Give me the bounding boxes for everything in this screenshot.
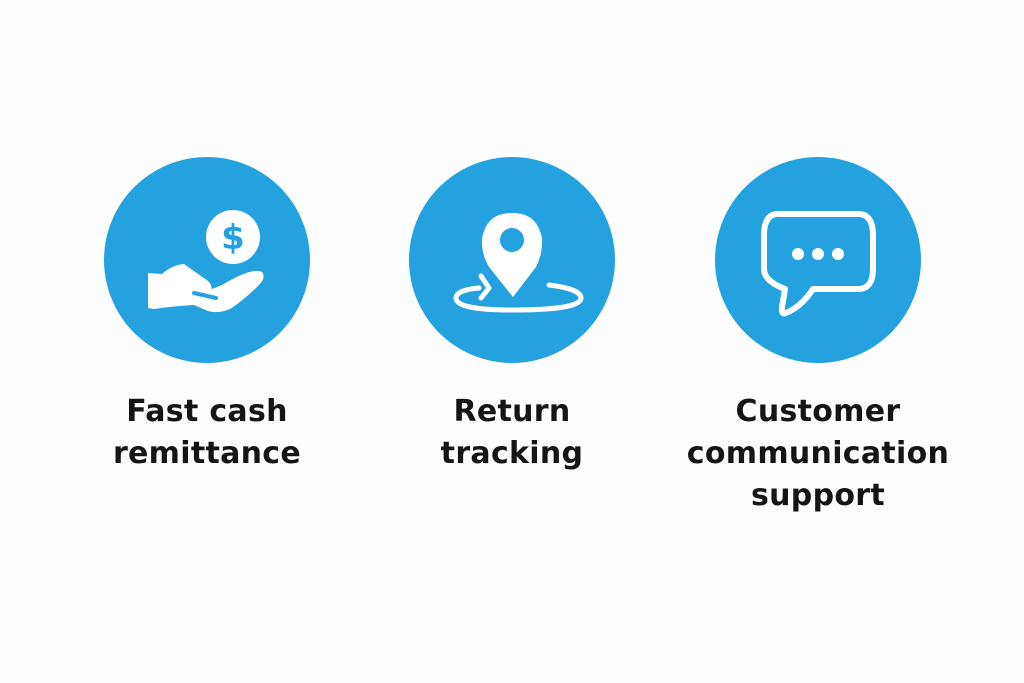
label-line: Return: [453, 394, 571, 429]
label-line: Fast cash: [126, 394, 288, 429]
feature-fast-cash-remittance: $ Fast cash remittance: [57, 157, 357, 475]
svg-text:$: $: [221, 218, 245, 258]
label-line: tracking: [440, 436, 584, 471]
feature-return-tracking: Return tracking: [362, 157, 662, 475]
feature-customer-communication-support: Customer communication support: [668, 157, 968, 517]
location-return-icon: [409, 157, 615, 363]
label-line: remittance: [112, 436, 302, 471]
feature-label: Fast cash remittance: [113, 391, 301, 475]
label-line: Customer: [735, 394, 901, 429]
chat-bubble-icon: [715, 157, 921, 363]
label-line: support: [750, 478, 885, 513]
label-line: communication: [686, 436, 950, 471]
hand-dollar-icon: $: [104, 157, 310, 363]
feature-label: Return tracking: [441, 391, 584, 475]
feature-label: Customer communication support: [687, 391, 949, 517]
